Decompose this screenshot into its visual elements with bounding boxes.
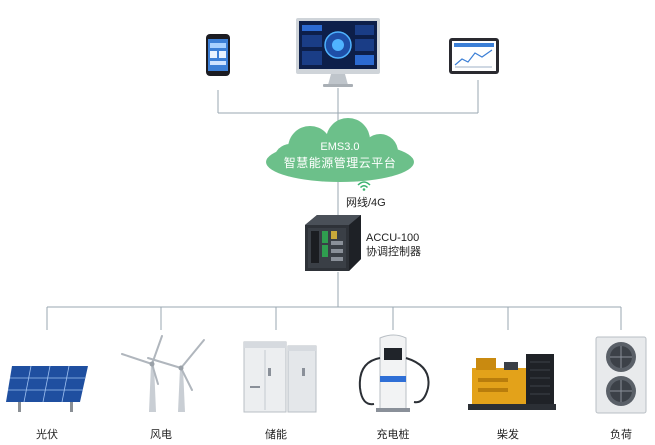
cloud-title: EMS3.0 <box>320 141 360 153</box>
controller-device <box>305 215 361 271</box>
wifi-icon <box>357 181 371 191</box>
connection-label: 网线/4G <box>346 197 386 209</box>
device-label-storage: 储能 <box>265 429 287 441</box>
desktop-monitor-icon <box>296 18 380 87</box>
tablet-icon <box>449 38 499 74</box>
load-unit-icon <box>595 336 647 414</box>
ev-charger-icon <box>358 334 430 412</box>
cloud-subtitle: 智慧能源管理云平台 <box>283 156 397 170</box>
controller-label: ACCU-100 协调控制器 <box>366 231 421 259</box>
smartphone-icon <box>206 34 230 76</box>
device-label-solar: 光伏 <box>36 429 58 441</box>
device-label-charger: 充电桩 <box>376 429 410 441</box>
solar-panel-icon <box>6 365 88 412</box>
controller-model: ACCU-100 <box>366 232 420 244</box>
device-label-generator: 柴发 <box>497 429 519 441</box>
controller-name: 协调控制器 <box>366 246 421 258</box>
diesel-generator-icon <box>468 354 556 410</box>
energy-storage-cabinet-icon <box>243 341 317 413</box>
device-label-wind: 风电 <box>150 429 172 441</box>
wind-turbine-icon <box>121 335 205 412</box>
device-label-load: 负荷 <box>610 429 632 441</box>
cloud-platform <box>266 118 414 182</box>
